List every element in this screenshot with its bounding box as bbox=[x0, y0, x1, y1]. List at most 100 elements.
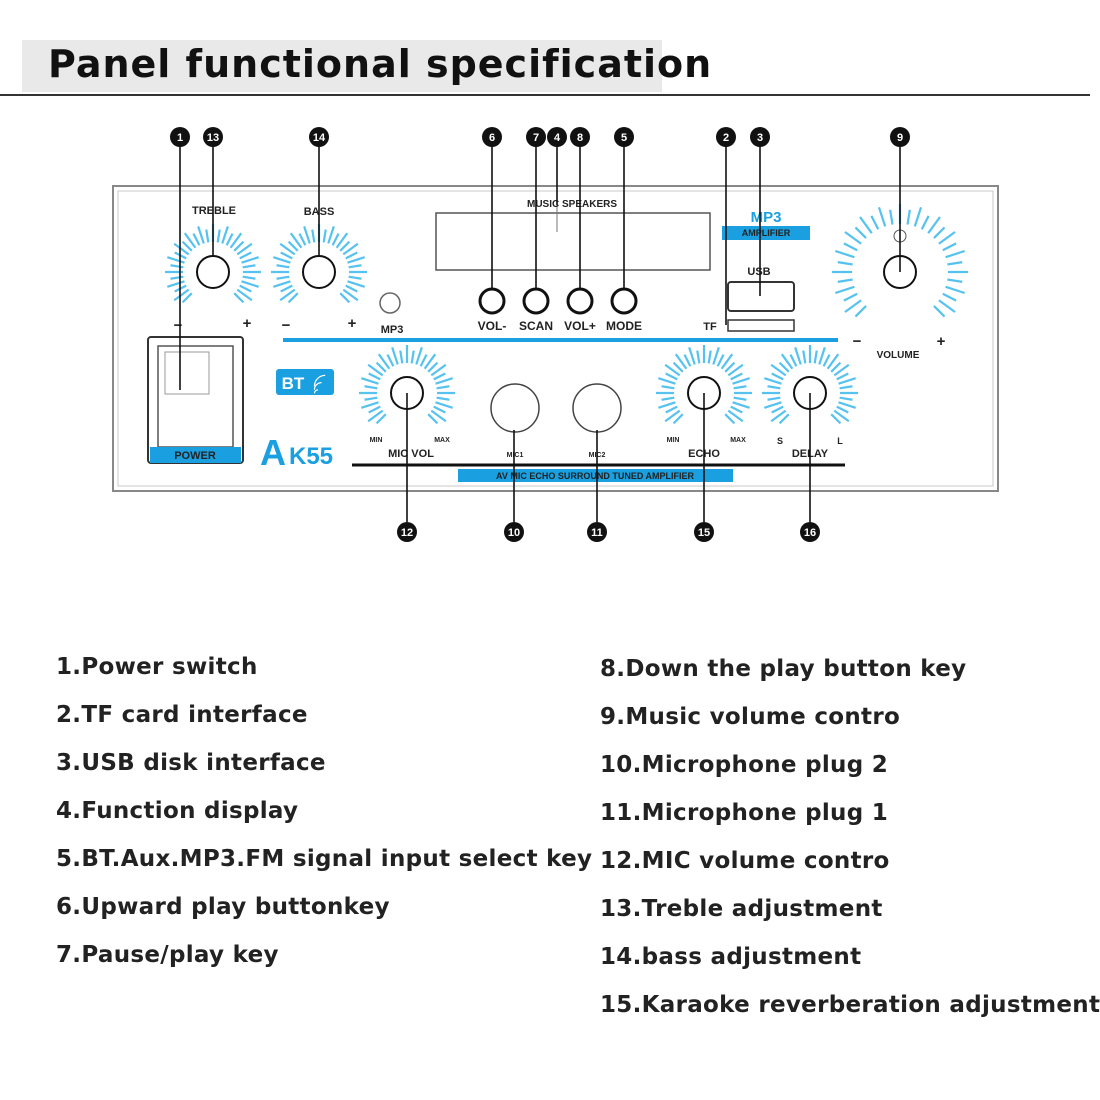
treble-minus: − bbox=[174, 317, 183, 334]
callout-treble: 13 bbox=[203, 127, 223, 147]
treble-knob[interactable] bbox=[196, 255, 230, 289]
callout-mic1: 10 bbox=[504, 522, 524, 542]
echo-scale-tick bbox=[732, 377, 750, 385]
bass-scale-tick bbox=[342, 288, 359, 302]
mic-vol-scale-tick bbox=[375, 413, 387, 425]
callout-power: 1 bbox=[170, 127, 190, 147]
treble-scale-tick bbox=[205, 229, 210, 243]
power-label: POWER bbox=[174, 450, 216, 462]
volume-scale-tick bbox=[927, 216, 941, 234]
display-label: MUSIC SPEAKERS bbox=[527, 199, 617, 210]
volume-label: VOLUME bbox=[877, 350, 920, 361]
mic1-jack[interactable] bbox=[490, 383, 540, 433]
mic-vol-scale-tick bbox=[427, 413, 439, 425]
vol-plus-button[interactable] bbox=[566, 287, 594, 315]
delay-scale-tick bbox=[813, 350, 818, 364]
bass-scale-tick bbox=[322, 229, 327, 243]
power-switch[interactable] bbox=[157, 345, 234, 448]
volume-scale-tick bbox=[933, 305, 946, 318]
bt-badge-text: BT bbox=[282, 374, 305, 393]
mode-button[interactable] bbox=[610, 287, 638, 315]
delay-scale-tick bbox=[833, 363, 850, 377]
spec-item: 5.BT.Aux.MP3.FM signal input select key bbox=[56, 846, 593, 872]
volume-scale-tick bbox=[942, 292, 957, 302]
treble-label: TREBLE bbox=[192, 205, 236, 217]
echo-scale-tick bbox=[672, 413, 684, 425]
bass-scale-tick bbox=[280, 284, 293, 293]
volume-scale-tick bbox=[906, 209, 911, 225]
mic-vol-scale-tick bbox=[423, 353, 437, 370]
volume-minus: − bbox=[853, 333, 862, 350]
treble-scale-tick bbox=[233, 240, 245, 252]
echo-min: MIN bbox=[667, 437, 680, 444]
page-title: Panel functional specification bbox=[48, 42, 713, 86]
delay-s: S bbox=[777, 436, 783, 446]
volume-scale-tick bbox=[947, 261, 963, 266]
svg-text:14: 14 bbox=[313, 132, 326, 144]
treble-scale-tick bbox=[173, 288, 190, 302]
amplifier-panel-diagram: .lbl { font-family: "Liberation Sans", s… bbox=[112, 127, 999, 542]
mic-vol-scale-tick bbox=[435, 377, 453, 385]
volume-scale-tick bbox=[947, 278, 963, 283]
mp3-aux-jack[interactable] bbox=[379, 292, 401, 314]
power-switch-rocker bbox=[164, 351, 210, 395]
treble-scale-tick bbox=[239, 284, 252, 293]
mic-vol-scale-tick bbox=[399, 350, 404, 364]
bass-knob[interactable] bbox=[302, 255, 336, 289]
echo-scale-tick bbox=[724, 413, 736, 425]
delay-scale-tick bbox=[836, 405, 849, 414]
echo-scale-tick bbox=[664, 409, 681, 423]
bass-scale-tick bbox=[273, 256, 291, 264]
volume-scale-tick bbox=[889, 209, 894, 225]
volume-scale-tick bbox=[938, 231, 956, 245]
treble-scale-tick bbox=[197, 226, 205, 244]
treble-scale-tick bbox=[181, 292, 193, 304]
mic2-jack[interactable] bbox=[572, 383, 622, 433]
volume-scale-tick bbox=[843, 292, 858, 302]
volume-scale-tick bbox=[938, 299, 956, 313]
delay-scale-tick bbox=[818, 347, 826, 365]
delay-scale-tick bbox=[833, 409, 850, 423]
bass-scale-tick bbox=[327, 226, 335, 244]
bass-scale-tick bbox=[287, 240, 299, 252]
treble-scale-tick bbox=[239, 251, 252, 260]
volume-scale-tick bbox=[870, 215, 880, 230]
delay-scale-tick bbox=[767, 396, 781, 401]
treble-scale-tick bbox=[221, 226, 229, 244]
bass-scale-tick bbox=[276, 275, 290, 280]
echo-scale-tick bbox=[733, 396, 747, 401]
delay-scale-tick bbox=[838, 377, 856, 385]
delay-scale-tick bbox=[764, 377, 782, 385]
treble-scale-tick bbox=[236, 288, 253, 302]
volume-scale-tick bbox=[877, 206, 887, 227]
bass-plus: + bbox=[348, 315, 357, 332]
bass-scale-tick bbox=[276, 264, 290, 269]
delay-scale-tick bbox=[771, 372, 784, 381]
delay-scale-tick bbox=[822, 354, 831, 367]
bass-scale-tick bbox=[347, 256, 365, 264]
treble-scale-tick bbox=[183, 232, 197, 249]
bass-scale-tick bbox=[303, 226, 311, 244]
volume-scale-tick bbox=[854, 305, 867, 318]
volume-scale-tick bbox=[933, 226, 946, 239]
power-label-bar bbox=[150, 447, 241, 463]
mic-vol-scale-tick bbox=[367, 363, 384, 377]
treble-scale-tick bbox=[192, 233, 201, 246]
echo-scale-tick bbox=[724, 361, 736, 373]
treble-scale-tick bbox=[173, 242, 190, 256]
scan-button[interactable] bbox=[522, 287, 550, 315]
bass-scale-tick bbox=[279, 288, 296, 302]
treble-scale-tick bbox=[170, 275, 184, 280]
delay-scale-tick bbox=[839, 396, 853, 401]
treble-scale-tick bbox=[236, 242, 253, 256]
mic-vol-label: MIC VOL bbox=[388, 448, 434, 460]
tf-slot bbox=[727, 319, 795, 332]
vol-minus-button[interactable] bbox=[478, 287, 506, 315]
echo-scale-tick bbox=[688, 347, 696, 365]
mic-vol-scale-tick bbox=[367, 409, 384, 423]
callout-scan: 7 bbox=[526, 127, 546, 147]
echo-max: MAX bbox=[730, 437, 746, 444]
mic-vol-scale-tick bbox=[386, 354, 395, 367]
spec-list-right: 8.Down the play button key 9.Music volum… bbox=[600, 656, 1100, 1040]
svg-text:11: 11 bbox=[591, 527, 603, 539]
